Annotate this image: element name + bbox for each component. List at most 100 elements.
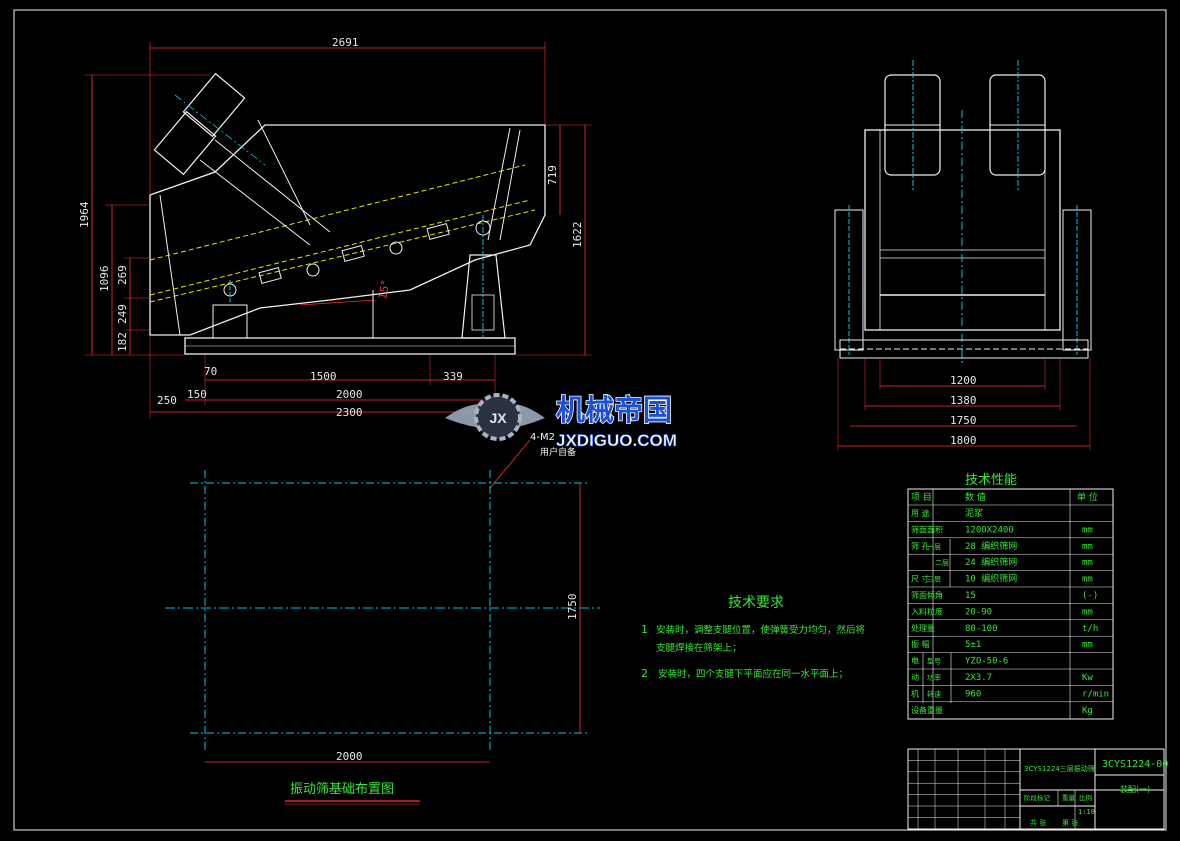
spec-unit: (-): [1082, 591, 1098, 601]
spec-sub: 一层: [927, 543, 941, 551]
technical-requirements: 技术要求 1 安装时，调整支腿位置，使弹簧受力均匀，然后将 支腿焊接在筛架上； …: [641, 595, 866, 680]
spec-unit: Kg: [1082, 706, 1093, 716]
spec-unit: mm: [1082, 558, 1093, 568]
spec-unit: mm: [1082, 525, 1093, 535]
spec-item: 电: [911, 656, 919, 666]
spec-unit: r/min: [1082, 689, 1109, 699]
dim-width-1200: 1200: [950, 374, 977, 387]
dim-bottom-339: 339: [443, 370, 463, 383]
spec-value: 泥浆: [965, 507, 983, 519]
spec-title: 技术性能: [965, 473, 1017, 488]
spec-item: 机: [911, 688, 919, 698]
spec-value: 1200X2400: [965, 525, 1014, 535]
dim-height-1096: 1096: [98, 266, 111, 293]
spec-header-item: 项 目: [911, 492, 932, 503]
dim-bottom-250: 250: [157, 394, 177, 407]
requirement-1-line1: 安装时，调整支腿位置，使弹簧受力均匀，然后将: [656, 624, 866, 636]
requirement-2-num: 2: [641, 667, 648, 680]
dim-bottom-2300: 2300: [336, 406, 363, 419]
stage-label: 阶段标记: [1024, 793, 1051, 802]
dim-bottom-70: 70: [204, 365, 217, 378]
spec-value: 5±1: [965, 640, 981, 650]
foundation-dim-width: 2000: [336, 750, 363, 763]
drawing-name: 3CYS1224三层振动筛: [1024, 764, 1095, 773]
spec-item: 筛面倾角: [911, 590, 943, 600]
spec-sub: 二层: [935, 559, 949, 567]
requirement-2-line1: 安装时，四个支腿下平面应在同一水平面上；: [658, 668, 848, 680]
spec-value: 20-90: [965, 607, 992, 617]
spec-value: 15: [965, 591, 976, 601]
requirement-1-line2: 支腿焊接在筛架上；: [656, 642, 742, 654]
spec-item: 用 途: [911, 508, 930, 518]
vibration-motor-lower: [153, 110, 217, 176]
scale-label: 比例: [1079, 793, 1092, 802]
foundation-dim-height: 1750: [566, 594, 579, 621]
spec-value: 28 编织筛网: [965, 540, 1017, 552]
watermark-cn: 机械帝国: [556, 393, 672, 427]
sheets-total: 共 张: [1030, 818, 1046, 827]
spec-unit: mm: [1082, 575, 1093, 585]
spec-value: 80-100: [965, 624, 998, 634]
spec-item: 筛 孔: [911, 541, 930, 551]
dim-width-1750: 1750: [950, 414, 977, 427]
dim-bottom-2000: 2000: [336, 388, 363, 401]
dim-width-1800: 1800: [950, 434, 977, 447]
sheet-label: 装配(一): [1120, 784, 1150, 794]
spec-sub: 转速: [927, 689, 941, 698]
end-view: 1200 1380 1750 1800: [834, 60, 1092, 450]
dim-height-719: 719: [546, 165, 559, 185]
spec-value: 10 编织筛网: [965, 573, 1017, 585]
spec-sub: 三层: [927, 576, 941, 584]
dim-height-1964: 1964: [78, 201, 91, 228]
side-view: 15° 2691 1964 1096 269 249 182 719 1622: [78, 36, 592, 489]
svg-text:JX: JX: [489, 410, 507, 426]
spec-value: 960: [965, 689, 981, 699]
dim-bottom-1500: 1500: [310, 370, 337, 383]
spec-sub: 型号: [927, 657, 941, 666]
spec-sub: 功率: [927, 673, 941, 682]
left-support-leg: [212, 304, 248, 339]
spec-item: 尺 寸: [911, 574, 930, 584]
spec-item: 处理量: [911, 623, 935, 633]
dim-height-249: 249: [116, 304, 129, 324]
dim-bottom-150: 150: [187, 388, 207, 401]
spec-item: 设备重量: [911, 705, 943, 715]
spec-value: 24 编织筛网: [965, 556, 1017, 568]
requirement-1-num: 1: [641, 623, 648, 636]
spec-header-unit: 单 位: [1077, 491, 1098, 503]
watermark-logo: JX 机械帝国 JXDIGUO.COM: [445, 392, 677, 450]
dim-height-1622: 1622: [571, 222, 584, 249]
spec-value: 2X3.7: [965, 673, 992, 683]
requirements-title: 技术要求: [728, 595, 784, 611]
right-support-leg: [461, 254, 506, 339]
spec-unit: mm: [1082, 607, 1093, 617]
spec-value: YZO-50-6: [965, 657, 1008, 667]
spec-item: 振 幅: [911, 639, 930, 649]
anchor-note: 4-M2: [530, 432, 555, 443]
sheet-number: 第 张: [1062, 818, 1078, 827]
spec-item: 入料粒度: [911, 606, 943, 616]
angle-label: 15°: [376, 279, 392, 300]
dim-width-1380: 1380: [950, 394, 977, 407]
screen-body-outline: [149, 124, 546, 336]
spec-unit: t/h: [1082, 624, 1098, 634]
gear-icon: [474, 393, 522, 441]
spec-unit: mm: [1082, 640, 1093, 650]
vibration-motor-upper: [182, 72, 246, 138]
watermark-en: JXDIGUO.COM: [556, 431, 677, 450]
title-block: 3CYS1224-00 3CYS1224三层振动筛 装配(一) 阶段标记 重量 …: [907, 748, 1168, 830]
weight-label: 重量: [1062, 794, 1076, 802]
drawing-border: [13, 9, 1167, 831]
scale-value: 1:10: [1078, 808, 1095, 816]
spec-unit: mm: [1082, 542, 1093, 552]
dim-top-length: 2691: [332, 36, 359, 49]
dim-height-182: 182: [116, 332, 129, 352]
spec-unit: Kw: [1082, 673, 1093, 683]
foundation-title: 振动筛基础布置图: [290, 782, 394, 797]
anchor-note-user-supplied: 用户自备: [540, 446, 576, 458]
spec-item: 筛面面积: [911, 524, 943, 534]
dim-height-269: 269: [116, 265, 129, 285]
spec-item: 动: [911, 672, 919, 682]
